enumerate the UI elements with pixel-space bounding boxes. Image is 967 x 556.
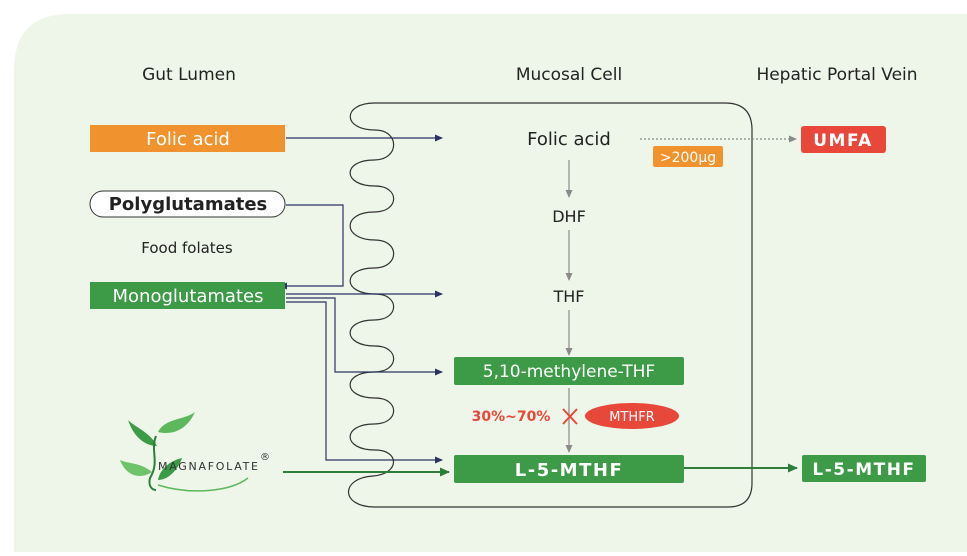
umfa-box — [801, 126, 886, 153]
methylene-thf-label: 5,10-methylene-THF — [483, 362, 655, 382]
cell-folic-acid-label: Folic acid — [527, 129, 611, 150]
threshold-label: >200µg — [660, 150, 716, 166]
logo-swoosh — [157, 477, 249, 492]
leaf-icon — [128, 420, 157, 446]
registered-mark: ® — [260, 452, 270, 463]
mucosal-cell-membrane — [347, 102, 753, 508]
column-header-hepatic-portal-vein: Hepatic Portal Vein — [756, 65, 917, 85]
column-header-gut-lumen: Gut Lumen — [142, 65, 236, 85]
blocked-cross-icon — [562, 408, 578, 425]
cell-l5mthf-box — [454, 455, 684, 483]
portal-l5mthf-label: L-5-MTHF — [812, 460, 915, 480]
leaf-icon — [158, 412, 195, 434]
brand-name: MAGNAFOLATE — [158, 460, 258, 473]
thf-label: THF — [552, 287, 584, 306]
dhf-label: DHF — [552, 207, 586, 226]
monoglutamates-label: Monoglutamates — [113, 286, 264, 307]
monoglutamates-box — [90, 282, 285, 309]
arrow-monoglutamates-to-l5mthf — [286, 301, 443, 464]
column-header-mucosal-cell: Mucosal Cell — [516, 65, 622, 85]
mthfr-badge — [585, 403, 679, 429]
threshold-badge — [653, 146, 723, 167]
portal-l5mthf-box — [802, 455, 926, 482]
food-folates-label: Food folates — [141, 239, 233, 257]
leaf-icon — [120, 460, 152, 476]
arrow-monoglutamates-to-methylene-thf — [286, 297, 443, 376]
polyglutamates-box — [89, 190, 286, 218]
conversion-rate-label: 30%~70% — [472, 409, 551, 425]
mthfr-label: MTHFR — [609, 410, 654, 425]
methylene-thf-box — [454, 357, 684, 385]
folic-acid-lumen-box — [90, 125, 285, 152]
umfa-label: UMFA — [813, 131, 873, 151]
folic-acid-lumen-label: Folic acid — [146, 129, 230, 150]
cell-l5mthf-label: L-5-MTHF — [515, 460, 624, 481]
logo-stem — [148, 435, 157, 491]
arrow-polyglutamates-to-monoglutamates — [279, 204, 344, 290]
polyglutamates-label: Polyglutamates — [109, 194, 268, 215]
leaf-icon — [158, 458, 182, 480]
